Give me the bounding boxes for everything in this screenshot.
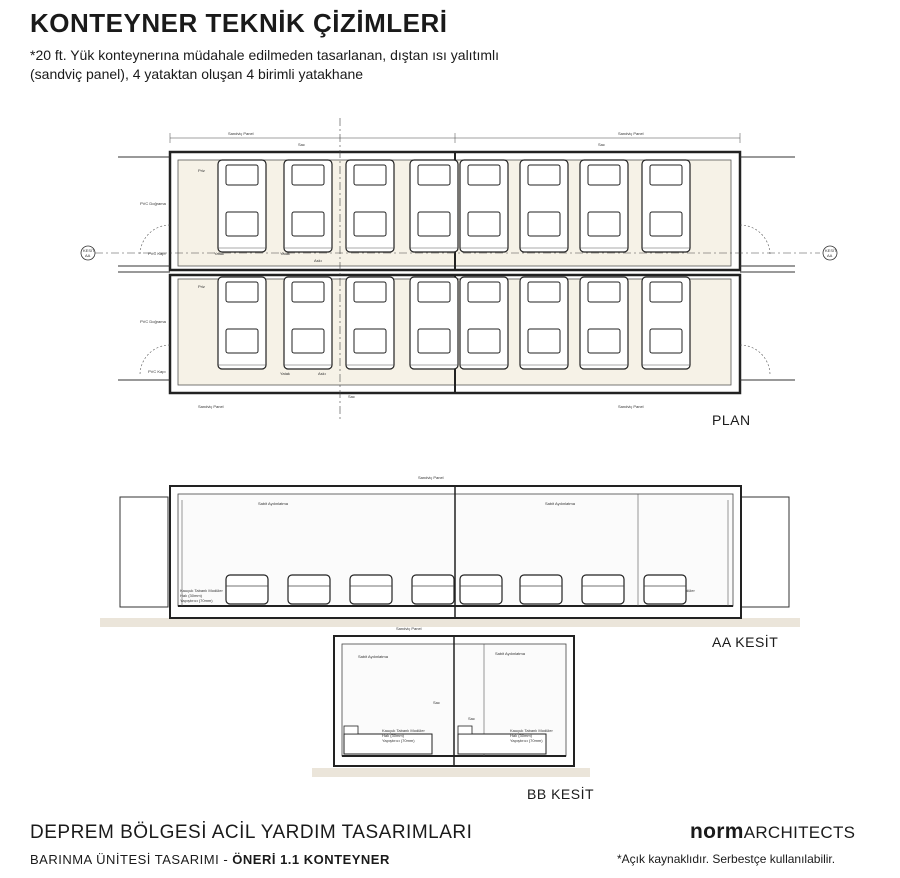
- aa-section-drawing: Sandviç Panel Sabit Aydınlatma Sabit Ayd…: [100, 475, 800, 627]
- svg-text:Yapıştırıcı (70mm): Yapıştırıcı (70mm): [510, 738, 543, 743]
- svg-text:Halı (30mm): Halı (30mm): [510, 733, 533, 738]
- plan-label: PLAN: [712, 412, 751, 428]
- svg-text:Yatak: Yatak: [214, 251, 224, 256]
- license-note: *Açık kaynaklıdır. Serbestçe kullanılabi…: [617, 852, 836, 866]
- svg-text:Halı (30mm): Halı (30mm): [180, 593, 203, 598]
- bb-bed-left: [343, 733, 433, 755]
- subtitle-line-1: *20 ft. Yük konteynerına müdahale edilme…: [30, 47, 500, 63]
- svg-text:PVC Doğrama: PVC Doğrama: [140, 319, 167, 324]
- aa-beds: [225, 574, 687, 605]
- svg-text:Sabit Aydınlatma: Sabit Aydınlatma: [358, 654, 389, 659]
- plan-bed: [459, 276, 509, 370]
- plan-bed: [459, 159, 509, 253]
- page-subtitle: *20 ft. Yük konteynerına müdahale edilme…: [30, 46, 630, 84]
- plan-beds: [217, 159, 691, 370]
- aa-left-extension: [119, 496, 169, 608]
- aa-bed: [519, 574, 563, 605]
- svg-text:Yatak: Yatak: [280, 371, 290, 376]
- aa-bed: [349, 574, 393, 605]
- svg-text:Askı: Askı: [318, 371, 326, 376]
- aa-bed: [411, 574, 455, 605]
- plan-bed: [345, 276, 395, 370]
- svg-text:AA: AA: [85, 253, 91, 258]
- plan-bed: [217, 276, 267, 370]
- aa-bed: [225, 574, 269, 605]
- svg-text:Kauçuk Tabanlı Modüler: Kauçuk Tabanlı Modüler: [180, 588, 224, 593]
- svg-text:Sac: Sac: [298, 142, 305, 147]
- svg-text:Askı: Askı: [314, 258, 322, 263]
- section-marker-right: [822, 245, 838, 261]
- plan-bed: [579, 276, 629, 370]
- section-marker-left: [80, 245, 96, 261]
- bb-bed-right: [457, 733, 547, 755]
- footer-subtitle: BARINMA ÜNİTESİ TASARIMI - ÖNERİ 1.1 KON…: [30, 852, 390, 867]
- plan-bed: [641, 276, 691, 370]
- plan-drawing: KESİT AA KESİT AA Sandviç Panel Sandviç …: [80, 118, 838, 420]
- svg-text:Sac: Sac: [598, 142, 605, 147]
- page-title: KONTEYNER TEKNİK ÇİZİMLERİ: [30, 8, 448, 38]
- svg-text:Priz: Priz: [198, 168, 205, 173]
- section-marker-left-label: KESİT: [83, 248, 95, 253]
- svg-text:Sac: Sac: [468, 716, 475, 721]
- bb-section-label: BB KESİT: [527, 786, 595, 802]
- bb-section-drawing: Sandviç Panel Sabit Aydınlatma Sabit Ayd…: [312, 626, 590, 777]
- aa-ground: [100, 618, 800, 627]
- plan-bed: [579, 159, 629, 253]
- svg-text:Sabit Aydınlatma: Sabit Aydınlatma: [495, 651, 526, 656]
- section-marker-right-label: KESİT: [825, 248, 837, 253]
- plan-bed: [519, 276, 569, 370]
- svg-text:Sabit Aydınlatma: Sabit Aydınlatma: [258, 501, 289, 506]
- plan-bed: [641, 159, 691, 253]
- footer-title: DEPREM BÖLGESİ ACİL YARDIM TASARIMLARI: [30, 822, 473, 843]
- svg-text:Sabit Aydınlatma: Sabit Aydınlatma: [545, 501, 576, 506]
- aa-section-label: AA KESİT: [712, 634, 779, 650]
- proposal-name: ÖNERİ 1.1 KONTEYNER: [232, 852, 390, 867]
- svg-text:Yapıştırıcı (70mm): Yapıştırıcı (70mm): [382, 738, 415, 743]
- subtitle-line-2: (sandviç panel), 4 yataktan oluşan 4 bir…: [30, 66, 364, 82]
- svg-text:Sandviç Panel: Sandviç Panel: [396, 626, 422, 631]
- aa-bed: [581, 574, 625, 605]
- brand-logo: normARCHITECTS: [690, 820, 856, 843]
- svg-text:Yatak: Yatak: [280, 251, 290, 256]
- svg-text:Sac: Sac: [348, 394, 355, 399]
- bb-ground: [312, 768, 590, 777]
- svg-text:Kauçuk Tabanlı Modüler: Kauçuk Tabanlı Modüler: [382, 728, 426, 733]
- svg-text:Sandviç Panel: Sandviç Panel: [198, 404, 224, 409]
- svg-text:Kauçuk Tabanlı Modüler: Kauçuk Tabanlı Modüler: [510, 728, 554, 733]
- svg-text:PVC Kapı: PVC Kapı: [148, 251, 166, 256]
- svg-text:Sandviç Panel: Sandviç Panel: [618, 131, 644, 136]
- svg-text:Sandviç Panel: Sandviç Panel: [228, 131, 254, 136]
- plan-bed: [519, 159, 569, 253]
- svg-text:PVC Doğrama: PVC Doğrama: [140, 201, 167, 206]
- plan-bed: [409, 159, 459, 253]
- plan-bed: [283, 276, 333, 370]
- svg-text:Sac: Sac: [433, 700, 440, 705]
- aa-bed: [287, 574, 331, 605]
- svg-text:Yapıştırıcı (70mm): Yapıştırıcı (70mm): [180, 598, 213, 603]
- plan-bed: [217, 159, 267, 253]
- svg-text:AA: AA: [827, 253, 833, 258]
- svg-text:Sandviç Panel: Sandviç Panel: [418, 475, 444, 480]
- plan-bed: [345, 159, 395, 253]
- aa-right-extension: [740, 496, 790, 608]
- aa-bed: [459, 574, 503, 605]
- svg-text:Halı (30mm): Halı (30mm): [382, 733, 405, 738]
- svg-text:Sandviç Panel: Sandviç Panel: [618, 404, 644, 409]
- plan-bed: [283, 159, 333, 253]
- svg-text:Priz: Priz: [198, 284, 205, 289]
- plan-bed: [409, 276, 459, 370]
- aa-bed: [643, 574, 687, 605]
- svg-text:PVC Kapı: PVC Kapı: [148, 369, 166, 374]
